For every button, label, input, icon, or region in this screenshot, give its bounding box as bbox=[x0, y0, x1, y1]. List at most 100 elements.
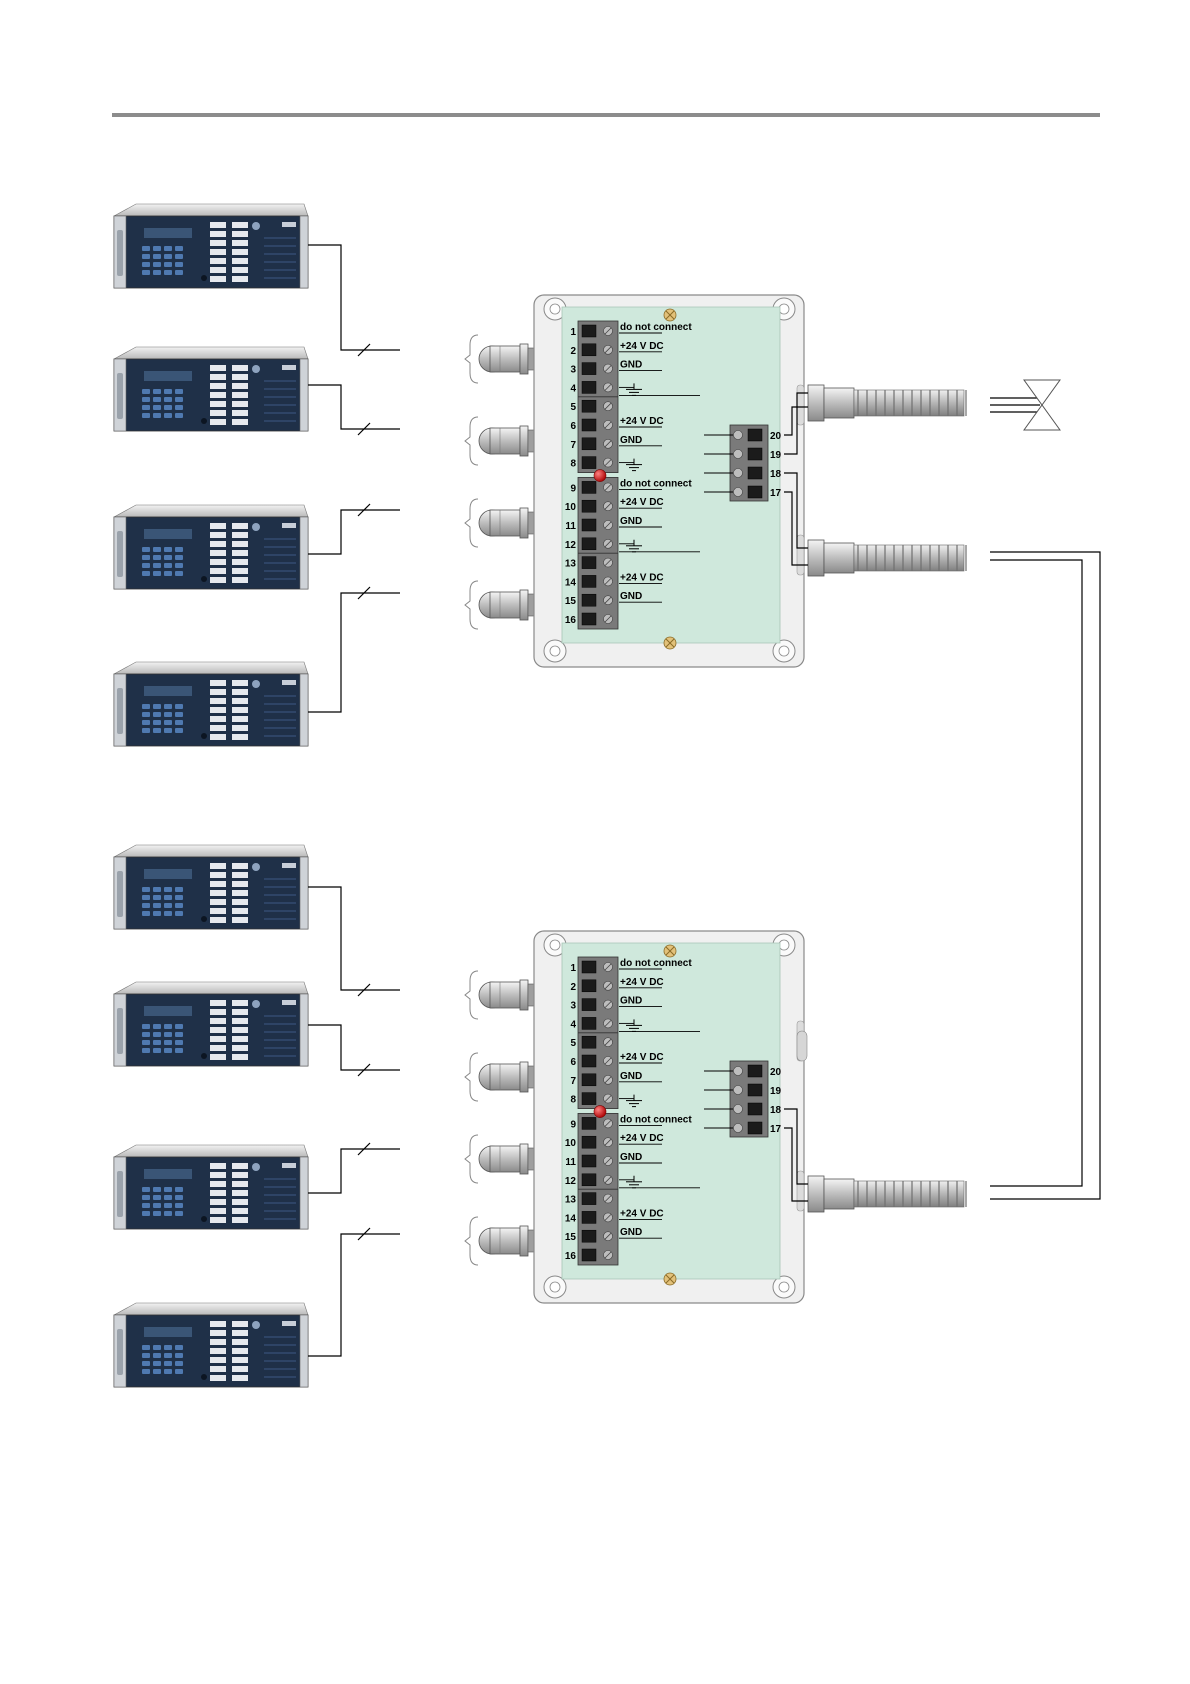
device-key bbox=[153, 1369, 161, 1374]
device-indicator bbox=[232, 401, 248, 407]
device-key bbox=[175, 895, 183, 900]
terminal-number: 12 bbox=[565, 540, 577, 551]
device-indicator bbox=[232, 1348, 248, 1354]
device-key bbox=[164, 1203, 172, 1208]
device-key bbox=[142, 413, 150, 418]
device-key bbox=[164, 1024, 172, 1029]
gland-thread bbox=[528, 1148, 534, 1170]
rack-device-icon bbox=[114, 1303, 308, 1387]
device-badge bbox=[282, 1000, 296, 1005]
device-key bbox=[153, 1345, 161, 1350]
device-key bbox=[153, 704, 161, 709]
gland-nut bbox=[520, 590, 528, 620]
device-key bbox=[164, 405, 172, 410]
trunk-wire bbox=[990, 560, 1082, 1186]
device-badge bbox=[282, 863, 296, 868]
terminal-socket bbox=[582, 1211, 596, 1223]
device-key bbox=[153, 728, 161, 733]
device-key bbox=[164, 1040, 172, 1045]
terminal-signal-label: GND bbox=[620, 516, 642, 527]
terminal-number: 11 bbox=[565, 521, 576, 532]
device-port bbox=[201, 733, 207, 739]
trunk-cable bbox=[990, 380, 1100, 1199]
terminal-number: 15 bbox=[565, 1232, 577, 1243]
device-ear-right bbox=[300, 857, 308, 929]
device-key bbox=[175, 1211, 183, 1216]
device-indicator bbox=[232, 1339, 248, 1345]
terminal-socket bbox=[582, 1136, 596, 1148]
terminal-signal-label: +24 V DC bbox=[620, 416, 664, 427]
device-indicator bbox=[210, 1217, 226, 1223]
device-lid bbox=[114, 982, 308, 994]
device-indicator bbox=[232, 872, 248, 878]
device-indicator bbox=[210, 908, 226, 914]
terminal-signal-label: do not connect bbox=[620, 1114, 692, 1125]
device-indicator bbox=[210, 1321, 226, 1327]
device-port bbox=[201, 1216, 207, 1222]
device-key bbox=[175, 555, 183, 560]
device-key bbox=[175, 254, 183, 259]
flexible-conduit-icon bbox=[808, 540, 966, 576]
terminal-number: 9 bbox=[570, 1119, 576, 1130]
flexible-conduit-icon bbox=[808, 385, 966, 421]
terminal-number: 5 bbox=[570, 1038, 576, 1049]
device-handle bbox=[117, 1008, 123, 1054]
device-key bbox=[153, 1048, 161, 1053]
device-indicator bbox=[232, 1208, 248, 1214]
conduit-nut bbox=[808, 540, 824, 576]
blank-plug bbox=[797, 1031, 807, 1061]
device-key bbox=[153, 1187, 161, 1192]
device-key bbox=[142, 720, 150, 725]
device-indicator bbox=[232, 1036, 248, 1042]
device-key bbox=[153, 1040, 161, 1045]
cable-gland-icon bbox=[479, 590, 534, 620]
box-corner-hole bbox=[779, 646, 789, 656]
gland-nut bbox=[520, 1144, 528, 1174]
terminal-socket bbox=[582, 538, 596, 550]
device-key bbox=[164, 1361, 172, 1366]
terminal-socket bbox=[748, 448, 762, 460]
terminal-number: 4 bbox=[570, 383, 576, 394]
device-key bbox=[153, 712, 161, 717]
device-indicator bbox=[232, 365, 248, 371]
device-ear-right bbox=[300, 359, 308, 431]
device-handle bbox=[117, 230, 123, 276]
device-cable bbox=[308, 510, 400, 554]
terminal-socket bbox=[582, 575, 596, 587]
rack-device-icon bbox=[114, 204, 308, 288]
gland-nut bbox=[520, 426, 528, 456]
junction-box: 1do not connect2+24 V DC3GND456+24 V DC7… bbox=[465, 295, 966, 667]
device-key bbox=[175, 728, 183, 733]
terminal-number: 2 bbox=[570, 346, 576, 357]
cable-brace bbox=[465, 1135, 478, 1183]
device-key bbox=[175, 712, 183, 717]
cable-brace bbox=[465, 417, 478, 465]
terminal-socket bbox=[582, 1074, 596, 1086]
cable-gland-icon bbox=[479, 1226, 534, 1256]
terminal-socket bbox=[748, 486, 762, 498]
cable-brace bbox=[465, 971, 478, 1019]
box-corner-hole bbox=[550, 1282, 560, 1292]
device-key bbox=[142, 555, 150, 560]
device-indicator bbox=[210, 258, 226, 264]
device-key bbox=[142, 571, 150, 576]
device-key bbox=[175, 1187, 183, 1192]
device-key bbox=[153, 1032, 161, 1037]
device-badge bbox=[282, 365, 296, 370]
device-key bbox=[142, 547, 150, 552]
terminal-number: 7 bbox=[570, 1076, 576, 1087]
device-indicator bbox=[232, 276, 248, 282]
terminal-socket bbox=[582, 999, 596, 1011]
device-key bbox=[175, 1048, 183, 1053]
device-key bbox=[153, 563, 161, 568]
device-key bbox=[175, 1195, 183, 1200]
device-indicator bbox=[210, 383, 226, 389]
device-indicator bbox=[210, 707, 226, 713]
device-indicator bbox=[210, 577, 226, 583]
device-indicator bbox=[232, 1018, 248, 1024]
device-key bbox=[153, 555, 161, 560]
device-cable bbox=[308, 887, 400, 990]
device-key bbox=[142, 911, 150, 916]
terminal-socket bbox=[582, 1017, 596, 1029]
